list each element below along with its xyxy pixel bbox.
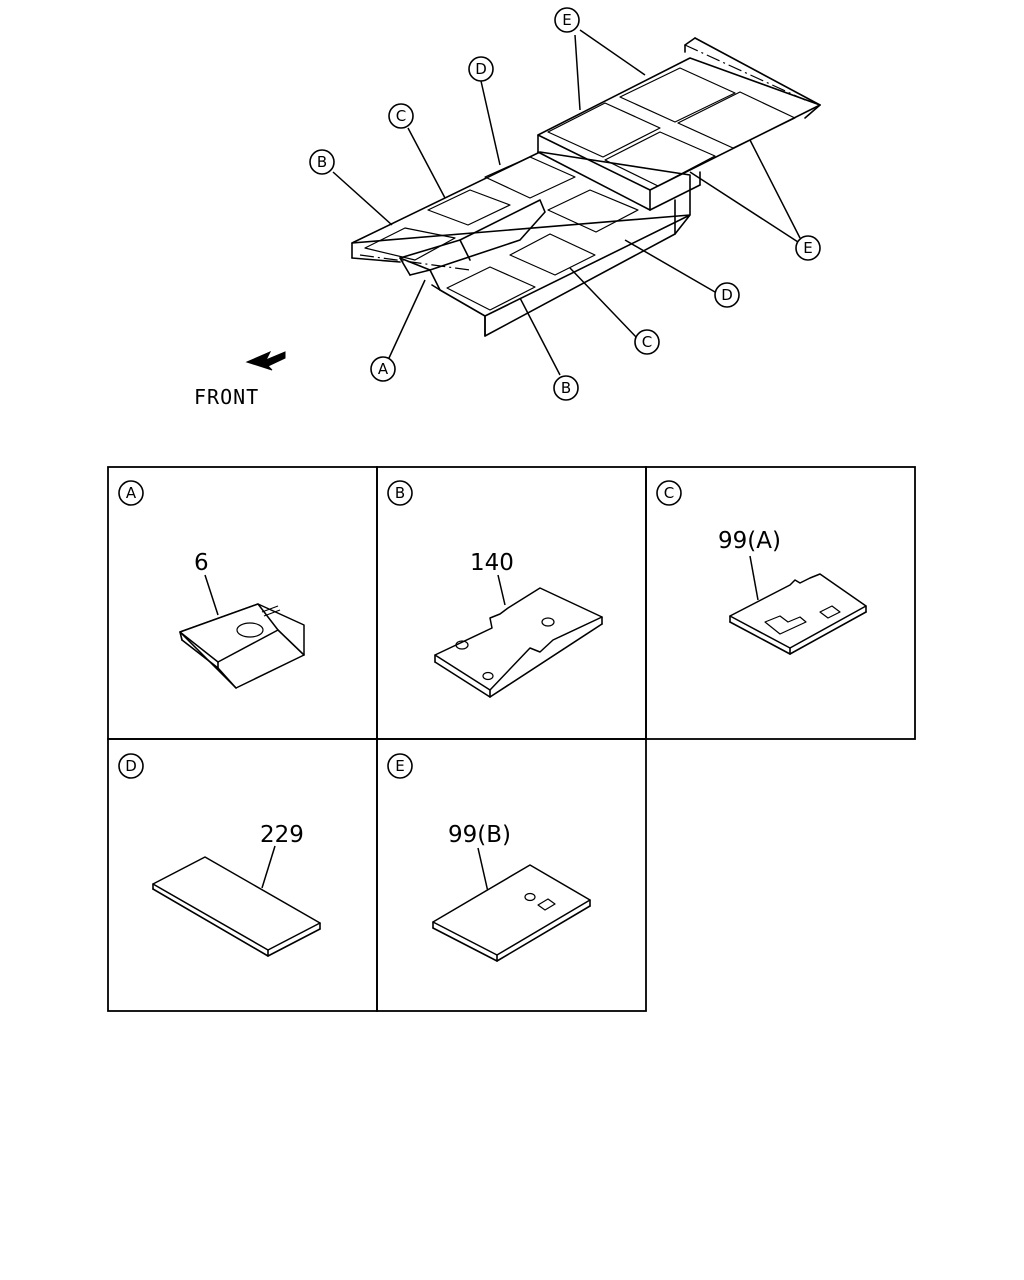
floor-assembly-overview: FRONT E D C B: [194, 7, 821, 409]
front-label: FRONT: [194, 385, 259, 409]
panel-a-part-number: 6: [194, 550, 209, 576]
callout-b-bottom: B: [553, 375, 579, 401]
callout-a: A: [370, 356, 396, 382]
panel-c-part-number: 99(A): [718, 528, 781, 554]
front-pads: [364, 156, 639, 311]
callout-d-top: D: [468, 56, 494, 82]
svg-text:D: D: [475, 60, 487, 78]
floor-insulator-part-99b: [432, 864, 591, 962]
detail-panel-b: B 140: [387, 480, 603, 698]
svg-text:B: B: [317, 153, 327, 171]
rear-pads: [547, 67, 796, 187]
svg-text:E: E: [562, 11, 571, 29]
tunnel-cover-a: [399, 199, 546, 291]
detail-panel-c: C 99(A): [656, 480, 867, 655]
callout-d-bottom: D: [714, 282, 740, 308]
floor-insulator-part-229: [152, 856, 321, 957]
callout-c-bottom: C: [634, 329, 660, 355]
detail-grid: [107, 466, 916, 1012]
panel-e-part-number: 99(B): [448, 822, 511, 848]
floor-insulator-part-99a: [729, 573, 867, 655]
callout-c-top: C: [388, 103, 414, 129]
detail-panel-a: A 6: [118, 480, 305, 689]
front-arrow-icon: [245, 350, 286, 371]
panel-e-letter: E: [395, 757, 404, 775]
svg-text:C: C: [642, 333, 652, 351]
callout-b-top: B: [309, 149, 335, 175]
callout-leaders: [332, 29, 801, 376]
panel-b-letter: B: [395, 484, 405, 502]
detail-panel-e: E 99(B): [387, 753, 591, 962]
callout-e-top: E: [554, 7, 580, 33]
panel-d-part-number: 229: [260, 822, 304, 848]
floor-insulator-part-140: [434, 587, 603, 698]
callout-e-bottom: E: [795, 235, 821, 261]
front-floor-platform: [351, 151, 691, 337]
panel-a-letter: A: [126, 484, 137, 502]
svg-text:D: D: [721, 286, 733, 304]
panel-d-letter: D: [125, 757, 137, 775]
tunnel-cover-part-6: [179, 603, 305, 689]
svg-text:C: C: [396, 107, 406, 125]
svg-text:B: B: [561, 379, 571, 397]
svg-text:E: E: [803, 239, 812, 257]
panel-c-letter: C: [664, 484, 674, 502]
svg-text:A: A: [378, 360, 389, 378]
panel-b-part-number: 140: [470, 550, 514, 576]
detail-panel-d: D 229: [118, 753, 321, 957]
